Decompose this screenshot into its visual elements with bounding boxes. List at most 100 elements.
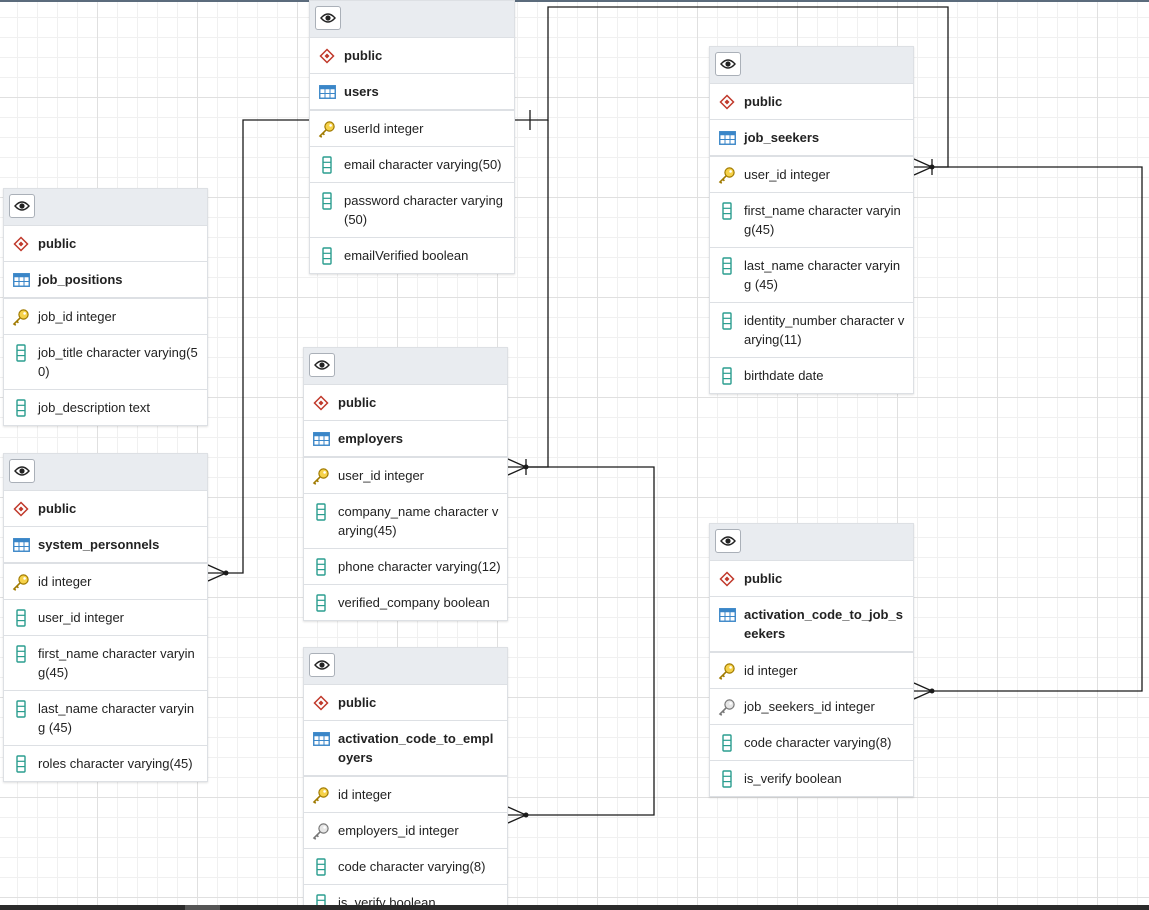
column-row[interactable]: first_name character varying(45): [4, 636, 207, 691]
table-name-row: system_personnels: [4, 527, 207, 564]
table-name-row: users: [310, 74, 514, 111]
column-row[interactable]: last_name character varying (45): [4, 691, 207, 746]
column-row[interactable]: job_id integer: [4, 299, 207, 335]
column-row[interactable]: birthdate date: [710, 358, 913, 393]
schema-row: public: [4, 226, 207, 262]
column-label: emailVerified boolean: [344, 248, 469, 263]
table-icon: [318, 82, 336, 101]
column-row[interactable]: id integer: [4, 564, 207, 600]
column-icon: [12, 644, 30, 663]
primary-key-icon: [312, 466, 330, 485]
column-row[interactable]: phone character varying(12): [304, 549, 507, 585]
table-icon: [312, 729, 330, 748]
schema-row: public: [304, 385, 507, 421]
column-row[interactable]: roles character varying(45): [4, 746, 207, 781]
column-row[interactable]: password character varying (50): [310, 183, 514, 238]
table-header: [4, 454, 207, 491]
column-label: birthdate date: [744, 368, 824, 383]
column-row[interactable]: userId integer: [310, 111, 514, 147]
column-row[interactable]: job_description text: [4, 390, 207, 425]
eye-icon[interactable]: [9, 194, 35, 218]
column-label: id integer: [744, 663, 798, 678]
schema-icon: [718, 569, 736, 588]
eye-icon[interactable]: [309, 653, 335, 677]
table-users[interactable]: public users userId integer email character…: [309, 0, 515, 274]
column-row[interactable]: company_name character varying(45): [304, 494, 507, 549]
table-name: system_personnels: [38, 537, 160, 552]
relationship-activation-employers-crowfoot: [507, 806, 528, 824]
relationship-activation-employers-dot: [523, 812, 529, 818]
schema-icon: [312, 693, 330, 712]
column-label: user_id integer: [744, 167, 830, 182]
column-row[interactable]: id integer: [304, 777, 507, 813]
column-label: email character varying(50): [344, 157, 502, 172]
eye-icon[interactable]: [715, 529, 741, 553]
column-label: last_name character varying (45): [38, 701, 195, 735]
eye-icon[interactable]: [715, 52, 741, 76]
column-label: job_title character varying(50): [38, 345, 198, 379]
column-icon: [12, 754, 30, 773]
column-row[interactable]: user_id integer: [304, 458, 507, 494]
column-icon: [318, 155, 336, 174]
column-row[interactable]: user_id integer: [4, 600, 207, 636]
column-row[interactable]: user_id integer: [710, 157, 913, 193]
column-icon: [12, 398, 30, 417]
schema-label: public: [38, 236, 77, 251]
column-row[interactable]: job_seekers_id integer: [710, 689, 913, 725]
relationship-employers-dot: [523, 464, 529, 470]
schema-label: public: [744, 94, 783, 109]
relationship-job-seekers-activation: [914, 166, 1143, 692]
column-row[interactable]: last_name character varying (45): [710, 248, 913, 303]
column-row[interactable]: identity_number character varying(11): [710, 303, 913, 358]
table-name: job_seekers: [744, 130, 820, 145]
table-icon: [312, 429, 330, 448]
column-label: user_id integer: [338, 468, 424, 483]
foreign-key-icon: [312, 821, 330, 840]
column-row[interactable]: code character varying(8): [710, 725, 913, 761]
column-icon: [718, 311, 736, 330]
column-row[interactable]: verified_company boolean: [304, 585, 507, 620]
table-icon: [12, 535, 30, 554]
table-name: activation_code_to_job_seekers: [744, 607, 903, 641]
column-row[interactable]: id integer: [710, 653, 913, 689]
eye-icon[interactable]: [315, 6, 341, 30]
table-header: [310, 1, 514, 38]
column-icon: [12, 699, 30, 718]
column-label: phone character varying(12): [338, 559, 501, 574]
column-label: company_name character varying(45): [338, 504, 499, 538]
column-label: first_name character varying(45): [744, 203, 901, 237]
column-icon: [718, 366, 736, 385]
table-job-seekers[interactable]: public job_seekers user_id integer first_na…: [709, 46, 914, 394]
eye-icon[interactable]: [9, 459, 35, 483]
column-row[interactable]: first_name character varying(45): [710, 193, 913, 248]
table-header: [4, 189, 207, 226]
horizontal-scrollbar[interactable]: [0, 905, 1149, 910]
primary-key-icon: [312, 785, 330, 804]
column-label: is_verify boolean: [744, 771, 842, 786]
eye-icon[interactable]: [309, 353, 335, 377]
column-row[interactable]: emailVerified boolean: [310, 238, 514, 273]
schema-row: public: [4, 491, 207, 527]
table-icon: [718, 128, 736, 147]
column-row[interactable]: employers_id integer: [304, 813, 507, 849]
table-name: users: [344, 84, 379, 99]
table-header: [304, 348, 507, 385]
schema-label: public: [38, 501, 77, 516]
column-label: roles character varying(45): [38, 756, 193, 771]
column-row[interactable]: is_verify boolean: [710, 761, 913, 796]
column-row[interactable]: code character varying(8): [304, 849, 507, 885]
table-icon: [12, 270, 30, 289]
schema-label: public: [344, 48, 383, 63]
column-row[interactable]: job_title character varying(50): [4, 335, 207, 390]
scrollbar-thumb[interactable]: [185, 905, 220, 910]
table-name-row: job_positions: [4, 262, 207, 299]
schema-row: public: [710, 84, 913, 120]
schema-row: public: [710, 561, 913, 597]
primary-key-icon: [318, 119, 336, 138]
column-row[interactable]: email character varying(50): [310, 147, 514, 183]
